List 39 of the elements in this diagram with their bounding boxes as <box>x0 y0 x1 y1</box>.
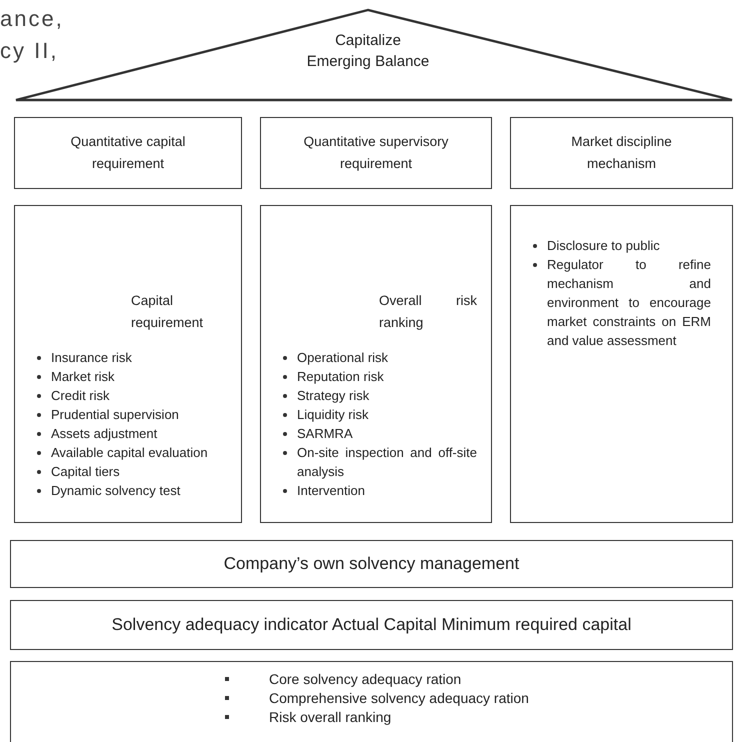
roof-title: Capitalize Emerging Balance <box>306 31 430 72</box>
bullet-item: Regulator to refine mechanism and environment to encourage market constraints on ERM and value assessment <box>531 255 711 350</box>
bullet-item: Prudential supervision <box>35 405 225 424</box>
cropped-text: ance, <box>0 6 64 32</box>
bullet-item: Reputation risk <box>281 367 477 386</box>
pillar-heading: Quantitative capital requirement <box>70 133 186 173</box>
bullet-item: On-site inspection and off-site analysis <box>281 443 477 481</box>
bullet-item: Credit risk <box>35 386 225 405</box>
bullet-item: Disclosure to public <box>531 236 711 255</box>
cropped-text: cy II, <box>0 38 58 64</box>
foundation-box <box>10 540 733 588</box>
pillar-header-box <box>260 117 492 189</box>
bullet-item: Capital tiers <box>35 462 225 481</box>
pillar-content-box <box>260 205 492 523</box>
bullet-item: Insurance risk <box>35 348 225 367</box>
bullet-item: Strategy risk <box>281 386 477 405</box>
banner-text: Company’s own solvency management <box>224 554 520 574</box>
pillar-content-box <box>14 205 242 523</box>
bullet-item: Assets adjustment <box>35 424 225 443</box>
foundation-box <box>10 600 733 650</box>
bullet-item: Intervention <box>281 481 477 500</box>
bullet-item: Core solvency adequacy ration <box>223 670 643 689</box>
pillar-subheading: Overall risk ranking <box>379 292 477 332</box>
pillar-heading: Market discipline mechanism <box>570 133 673 173</box>
bullet-item: Risk overall ranking <box>223 708 643 727</box>
bullet-item: SARMRA <box>281 424 477 443</box>
bullet-item: Available capital evaluation <box>35 443 225 462</box>
bullet-item: Market risk <box>35 367 225 386</box>
bullet-item: Operational risk <box>281 348 477 367</box>
pillar-header-box <box>510 117 733 189</box>
pillar-content-box <box>510 205 733 523</box>
foundation-box <box>10 661 733 742</box>
bullet-item: Dynamic solvency test <box>35 481 225 500</box>
banner-text: Solvency adequacy indicator Actual Capital Minimum required capital <box>112 615 632 635</box>
pillar-header-box <box>14 117 242 189</box>
pillar-subheading: Capital requirement <box>131 292 204 332</box>
pillar-heading: Quantitative supervisory requirement <box>302 133 450 173</box>
bullet-item: Comprehensive solvency adequacy ration <box>223 689 643 708</box>
bullet-item: Liquidity risk <box>281 405 477 424</box>
